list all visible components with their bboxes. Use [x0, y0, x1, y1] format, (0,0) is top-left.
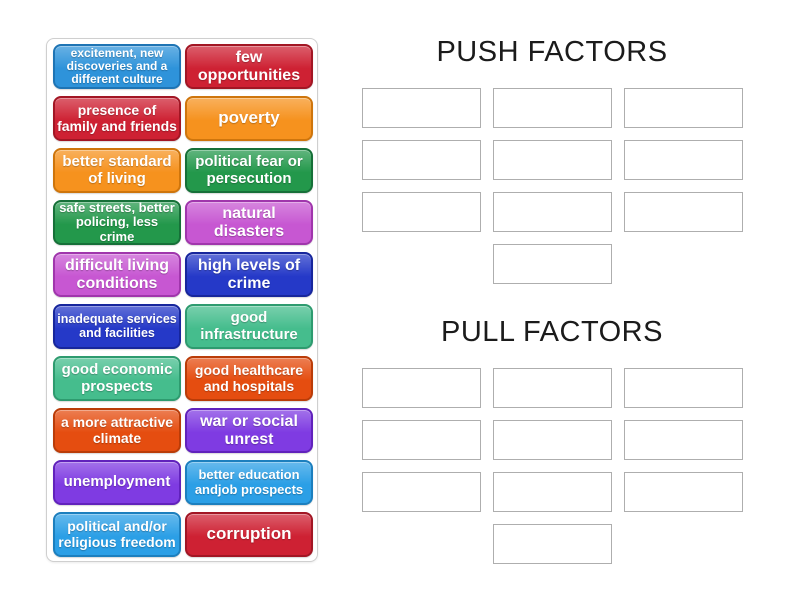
- drop-slot[interactable]: [361, 192, 481, 232]
- word-tile[interactable]: good economic prospects: [53, 356, 181, 401]
- word-tile-label: poverty: [218, 108, 280, 128]
- drop-slot[interactable]: [623, 192, 743, 232]
- word-tile[interactable]: presence of family and friends: [53, 96, 181, 141]
- word-tile[interactable]: safe streets, better policing, less crim…: [53, 200, 181, 245]
- drop-slot[interactable]: [623, 88, 743, 128]
- word-tile-label: safe streets, better policing, less crim…: [59, 200, 175, 244]
- word-tile[interactable]: war or social unrest: [185, 408, 313, 453]
- drop-slot[interactable]: [361, 140, 481, 180]
- word-tile-label: natural disasters: [213, 204, 285, 240]
- drop-slot[interactable]: [492, 244, 612, 284]
- drop-slot[interactable]: [361, 368, 481, 408]
- drop-slot[interactable]: [492, 524, 612, 564]
- word-tile[interactable]: difficult living conditions: [53, 252, 181, 297]
- word-tile[interactable]: few opportunities: [185, 44, 313, 89]
- word-tile-label: few opportunities: [197, 48, 301, 84]
- word-tile[interactable]: a more attractive climate: [53, 408, 181, 453]
- word-tile[interactable]: unemployment: [53, 460, 181, 505]
- pull-slots: [361, 368, 743, 564]
- word-tile[interactable]: better education andjob prospects: [185, 460, 313, 505]
- word-tile-label: better standard of living: [62, 153, 172, 187]
- drop-slot[interactable]: [361, 472, 481, 512]
- word-tile-label: war or social unrest: [200, 412, 298, 448]
- word-tile[interactable]: good healthcare and hospitals: [185, 356, 313, 401]
- word-tile-label: presence of family and friends: [57, 102, 177, 134]
- word-tile-label: political fear or persecution: [195, 153, 303, 187]
- word-tile-label: unemployment: [63, 473, 171, 491]
- word-tile-label: political and/or religious freedom: [58, 518, 176, 550]
- group-push-factors: PUSH FACTORS: [361, 36, 743, 284]
- drop-slot[interactable]: [623, 472, 743, 512]
- drop-slot[interactable]: [492, 472, 612, 512]
- group-pull-factors: PULL FACTORS: [361, 316, 743, 564]
- word-tile-label: a more attractive climate: [60, 414, 174, 446]
- word-tile[interactable]: political and/or religious freedom: [53, 512, 181, 557]
- word-tile-label: inadequate services and facilities: [57, 311, 177, 340]
- word-tile[interactable]: natural disasters: [185, 200, 313, 245]
- word-tile[interactable]: political fear or persecution: [185, 148, 313, 193]
- drop-slot[interactable]: [492, 420, 612, 460]
- drop-slot[interactable]: [623, 140, 743, 180]
- drop-slot[interactable]: [492, 192, 612, 232]
- word-tile-label: good infrastructure: [200, 309, 298, 343]
- word-tile[interactable]: high levels of crime: [185, 252, 313, 297]
- push-slots: [361, 88, 743, 284]
- drop-slot[interactable]: [492, 88, 612, 128]
- group-title-push-factors: PUSH FACTORS: [436, 36, 668, 68]
- word-tile[interactable]: inadequate services and facilities: [53, 304, 181, 349]
- word-tile-label: high levels of crime: [197, 256, 301, 292]
- word-tile-label: good healthcare and hospitals: [194, 362, 304, 394]
- word-tile-label: corruption: [206, 524, 292, 544]
- group-title-pull-factors: PULL FACTORS: [441, 316, 663, 348]
- drop-slot[interactable]: [623, 420, 743, 460]
- word-tile-label: better education andjob prospects: [194, 467, 304, 497]
- word-tile[interactable]: poverty: [185, 96, 313, 141]
- drop-slot[interactable]: [361, 88, 481, 128]
- drop-slot[interactable]: [492, 368, 612, 408]
- word-tile[interactable]: good infrastructure: [185, 304, 313, 349]
- word-bank: excitement, new discoveries and a differ…: [46, 38, 318, 562]
- word-tile-label: good economic prospects: [61, 361, 173, 395]
- drop-slot[interactable]: [361, 420, 481, 460]
- drop-slot[interactable]: [492, 140, 612, 180]
- drop-slot[interactable]: [623, 368, 743, 408]
- word-tile[interactable]: corruption: [185, 512, 313, 557]
- word-tile-label: difficult living conditions: [65, 256, 169, 292]
- word-tile[interactable]: excitement, new discoveries and a differ…: [53, 44, 181, 89]
- word-tile[interactable]: better standard of living: [53, 148, 181, 193]
- word-tile-label: excitement, new discoveries and a differ…: [66, 45, 168, 87]
